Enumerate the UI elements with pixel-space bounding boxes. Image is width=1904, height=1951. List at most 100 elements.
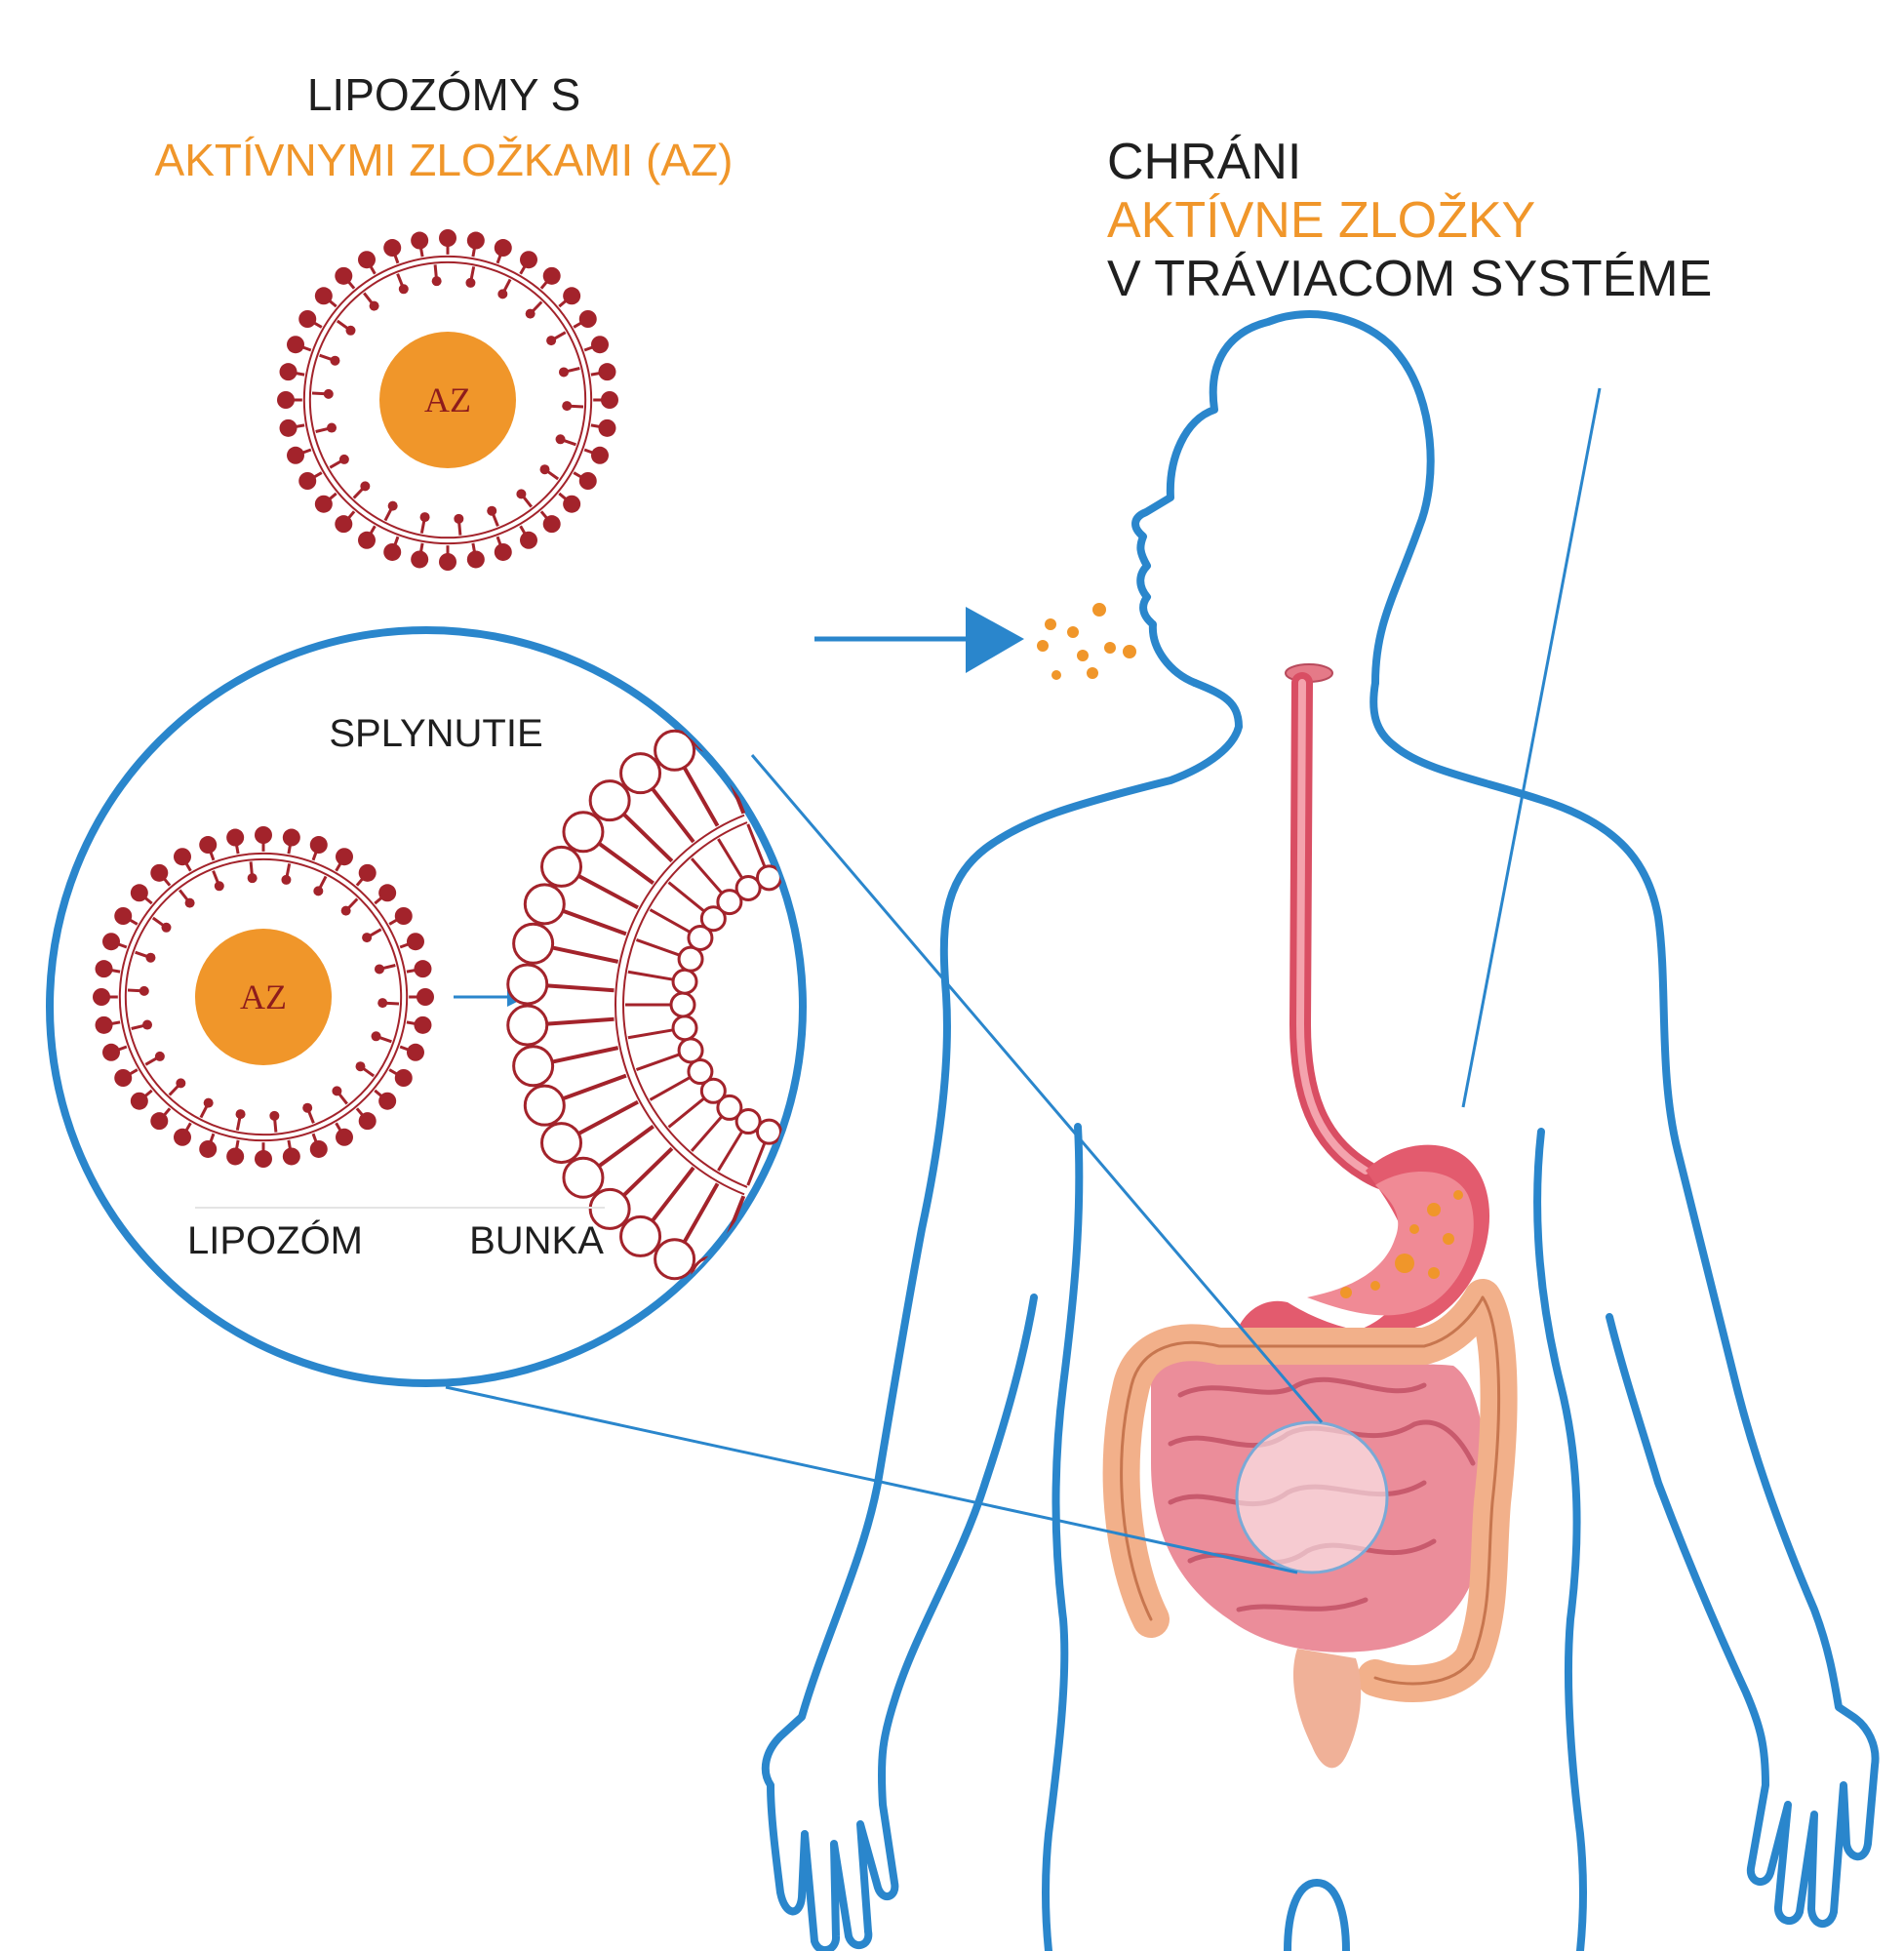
lipid-head (590, 446, 609, 464)
lipid-head (578, 310, 597, 328)
lipid-head (525, 308, 536, 319)
title-protects-line3: V TRÁVIACOM SYSTÉME (1107, 251, 1712, 307)
zoom-title: SPLYNUTIE (329, 712, 542, 755)
lipid-head (687, 1058, 714, 1086)
zoom-connector-bottom (445, 1385, 1298, 1574)
lipid-head (130, 1092, 148, 1110)
lipid-head (142, 1019, 153, 1030)
lipid-head (95, 1015, 113, 1034)
lipid-head (102, 933, 121, 951)
lipid-tail (622, 813, 674, 863)
lipid-head (406, 933, 424, 951)
lipid-head (414, 1015, 432, 1034)
lipid-tail (746, 823, 767, 868)
lipid-head (598, 418, 616, 437)
lipid-tail (682, 766, 720, 827)
lipid-head (338, 454, 349, 464)
lipid-head (95, 960, 113, 978)
lipid-tail (551, 945, 619, 964)
lipid-head (174, 1128, 191, 1146)
lipid-head (314, 287, 333, 305)
lipid-head (150, 1112, 169, 1131)
lipid-head (371, 1031, 381, 1042)
lipid-head (512, 922, 555, 965)
membrane-bilayer (277, 229, 618, 571)
lipid-head (562, 1156, 605, 1199)
lipid-head (139, 985, 149, 996)
lipid-head (619, 752, 662, 795)
label-cell: BUNKA (469, 1219, 604, 1262)
lipid-head (411, 231, 429, 250)
lipid-head (154, 1051, 165, 1061)
lipid-head (378, 1092, 397, 1110)
lipid-tail (622, 1146, 674, 1197)
lipid-tail (649, 1076, 692, 1101)
lipid-head (669, 991, 696, 1018)
lipid-head (562, 401, 573, 412)
lipid-head (102, 1043, 121, 1061)
lipid-head (309, 1139, 328, 1158)
lipid-head (358, 251, 376, 269)
stomach-icon (1229, 1144, 1490, 1366)
title-liposomes-line2: AKTÍVNYMI ZLOŽKAMI (AZ) (155, 135, 734, 185)
lipid-head (247, 873, 258, 884)
lipid-head (590, 336, 609, 354)
lipid-tail (667, 881, 705, 913)
lipid-head (716, 1094, 743, 1121)
lipid-head (269, 1110, 280, 1121)
lipid-head (279, 363, 298, 381)
lipid-head (287, 336, 305, 354)
lipid-head (383, 542, 402, 561)
lipid-head (360, 481, 371, 492)
lipid-head (516, 489, 527, 499)
lipid-head (282, 828, 300, 847)
lipid-head (332, 1086, 342, 1096)
lipid-head (287, 446, 305, 464)
lipid-tail (682, 1182, 720, 1244)
lipid-head (677, 1037, 704, 1064)
lipid-head (330, 355, 340, 366)
lipid-head (387, 500, 398, 511)
lipid-head (540, 845, 583, 888)
bilayer-ring (302, 255, 593, 545)
lipid-head (687, 924, 714, 951)
lipid-head (378, 884, 397, 902)
lipid-tail (597, 841, 654, 885)
lipid-head (355, 1061, 366, 1072)
lipid-head (677, 945, 704, 973)
lipid-head (398, 284, 409, 295)
lipid-head (255, 1150, 272, 1168)
zoom-circle: SPLYNUTIE AZ LIPOZÓM BUNKA (46, 626, 807, 1387)
lipid-head (734, 1108, 762, 1135)
lipid-head (414, 960, 432, 978)
lipid-head (277, 391, 295, 409)
lipid-tail (717, 1130, 744, 1172)
lipid-head (358, 863, 377, 882)
membrane-bilayer (93, 826, 434, 1168)
lipid-head (691, 1255, 734, 1298)
lipid-tail (597, 1125, 654, 1169)
lipid-head (358, 1112, 377, 1131)
lipid-head (214, 881, 224, 892)
lipid-head (598, 363, 616, 381)
bilayer-ring (118, 852, 409, 1142)
lipid-tail (649, 908, 692, 934)
lipid-head (161, 922, 172, 933)
lipid-head (588, 779, 631, 822)
core-label: AZ (240, 977, 287, 1016)
lipid-head (145, 952, 156, 963)
lipid-head (699, 905, 727, 933)
zoom-connector-top (750, 754, 1324, 1423)
lipid-head (542, 515, 561, 534)
lipid-head (130, 884, 148, 902)
lipid-head (734, 874, 762, 901)
lipid-head (506, 1004, 549, 1047)
lipid-head (150, 863, 169, 882)
lipid-head (327, 422, 337, 433)
title-liposomes-line1: LIPOZÓMY S (307, 69, 580, 120)
lipid-head (374, 964, 384, 975)
lipid-head (555, 434, 566, 445)
lipid-head (539, 464, 550, 475)
lipid-head (394, 907, 413, 925)
